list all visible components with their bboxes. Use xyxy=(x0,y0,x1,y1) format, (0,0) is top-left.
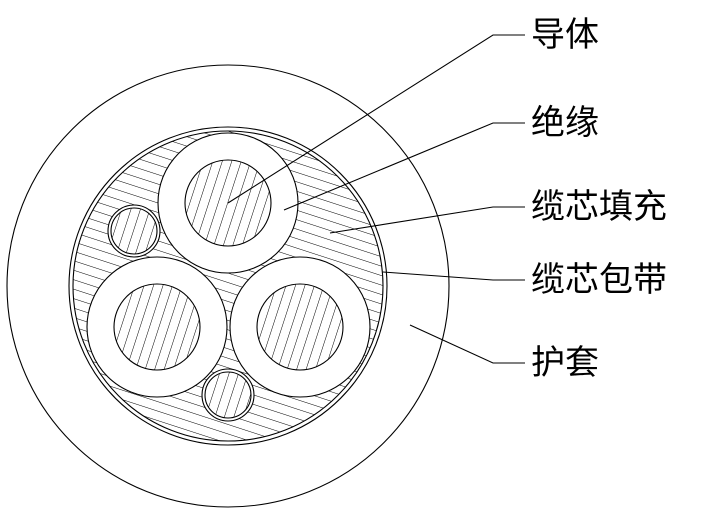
label-sheath: 护套 xyxy=(531,343,599,383)
label-wrapping-tape: 缆芯包带 xyxy=(531,260,667,300)
filler-strand-left xyxy=(107,204,161,258)
leader-insulation xyxy=(283,122,525,211)
label-insulation: 绝缘 xyxy=(531,103,599,143)
label-conductor: 导体 xyxy=(531,15,599,55)
label-filler: 缆芯填充 xyxy=(531,187,667,227)
leader-wrapping-tape xyxy=(382,271,525,281)
core-bottom-right xyxy=(229,256,371,398)
conductor xyxy=(256,283,344,371)
leader-sheath xyxy=(409,324,525,364)
conductor xyxy=(113,283,201,371)
core-bottom-left xyxy=(86,256,228,398)
leader-conductor xyxy=(227,34,525,204)
leader-filler xyxy=(329,206,525,234)
filler-strand-bottom xyxy=(201,368,255,422)
